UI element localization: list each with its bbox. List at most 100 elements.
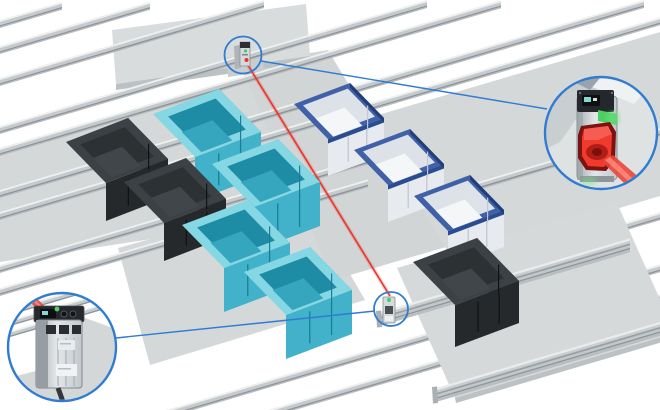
bin-rib <box>298 195 301 227</box>
rail-stripe <box>0 5 264 85</box>
highlight-ring-emitter <box>223 35 263 75</box>
bin-rib <box>407 182 409 208</box>
port-window <box>46 325 56 334</box>
extrusion-stripe <box>436 332 660 402</box>
bin-rib <box>498 293 500 324</box>
bin-floor <box>315 107 363 137</box>
bin-floor <box>240 170 292 203</box>
emitter-green-led <box>243 49 248 53</box>
laser-line <box>245 61 391 297</box>
bin-rim-band-end <box>470 175 504 215</box>
conveyor-rail <box>0 0 264 86</box>
bin-rib <box>486 221 488 247</box>
rail-stripe <box>0 8 150 55</box>
aluminium-extrusion-front <box>432 321 660 404</box>
extrusion-stripe <box>436 326 660 395</box>
sensor-receiver <box>382 296 396 324</box>
bin-rib <box>331 273 333 306</box>
housing-shade <box>36 320 48 388</box>
conveyor-rail <box>0 1 150 55</box>
rail-stripe <box>0 5 501 155</box>
bin-front-face <box>286 290 352 359</box>
bin-floor <box>210 231 262 264</box>
bin-rib <box>347 136 349 162</box>
bin-rib <box>247 264 249 297</box>
bin-rib <box>206 183 208 210</box>
emitter-red-lens <box>244 58 249 62</box>
conveyor-rail <box>0 0 501 156</box>
leader-line-receiver <box>115 310 376 339</box>
bin-rim-band-front <box>328 118 384 144</box>
callout-circle-receiver <box>6 291 118 403</box>
screw-icon <box>578 91 582 95</box>
extrusion-stripe <box>436 331 660 399</box>
rail-stripe <box>0 8 62 28</box>
bin-floor <box>441 268 491 300</box>
rail-stripe <box>0 1 62 22</box>
label-patch <box>58 340 75 350</box>
rail-stripe <box>0 1 150 49</box>
rail-stripe <box>0 6 264 86</box>
bin-rib <box>277 203 279 236</box>
receiver-button <box>69 310 77 318</box>
display-pixels <box>584 97 591 102</box>
bin-floor <box>435 199 483 229</box>
bin-rim-band-front <box>448 210 504 236</box>
rail-stripe <box>0 3 150 52</box>
bin-front-face <box>455 281 519 347</box>
storage-bins <box>66 83 519 359</box>
lens-core-dark <box>592 148 602 156</box>
receiver-green-led <box>387 298 391 302</box>
sensor-bracket <box>234 45 241 69</box>
bin-rib <box>498 264 500 295</box>
platform-front-edge <box>455 337 660 403</box>
bin-rib <box>367 105 369 131</box>
sensor-emitter <box>234 41 251 69</box>
label-line <box>60 343 71 345</box>
bin-floor <box>181 120 233 153</box>
bin-rib <box>269 226 271 259</box>
bin-rim-band-end <box>410 129 444 169</box>
callout-circle-emitter <box>543 75 659 191</box>
rail-stripe <box>172 266 660 410</box>
callout-leaders <box>115 35 548 339</box>
rail-stripe <box>9 294 115 315</box>
aluminium-extrusion <box>432 321 660 404</box>
receiver-button <box>60 310 68 318</box>
lens-shine <box>584 126 612 140</box>
sensor-slot <box>242 54 248 56</box>
extrusion-end-cap <box>432 386 438 404</box>
distant-bin-rim <box>574 78 600 90</box>
rail-stripe <box>0 0 427 128</box>
screw-icon <box>610 91 614 95</box>
extrusion-stripe <box>436 321 660 391</box>
green-glow-bottom <box>581 177 597 185</box>
green-glow <box>606 111 620 125</box>
bin-rib <box>427 151 429 177</box>
platform-surface <box>112 4 310 84</box>
bin-rib <box>330 303 333 335</box>
label-line <box>58 368 71 370</box>
port-window <box>72 325 81 334</box>
bin-cyan-container <box>244 247 352 359</box>
bin-black-container <box>413 238 519 347</box>
display-pixels2 <box>593 98 597 101</box>
rail-stripe <box>0 3 62 26</box>
rail-stripe <box>0 2 427 132</box>
display-pixels <box>42 311 48 315</box>
rail-stripe <box>0 5 427 133</box>
sensor-cable <box>55 387 66 400</box>
rail-stripe <box>0 0 264 81</box>
emitter-base <box>580 176 614 182</box>
bin-floor <box>151 186 199 218</box>
bin-rim-band-end <box>350 83 384 123</box>
conveyor-rail <box>0 1 62 28</box>
bin-rib <box>487 197 489 223</box>
highlight-ring-receiver <box>373 291 409 327</box>
conveyor-rail <box>0 0 427 134</box>
rail-stripe <box>0 0 501 151</box>
bin-white-container <box>354 129 444 222</box>
bin-floor <box>272 278 324 311</box>
bin-floor <box>93 146 141 178</box>
